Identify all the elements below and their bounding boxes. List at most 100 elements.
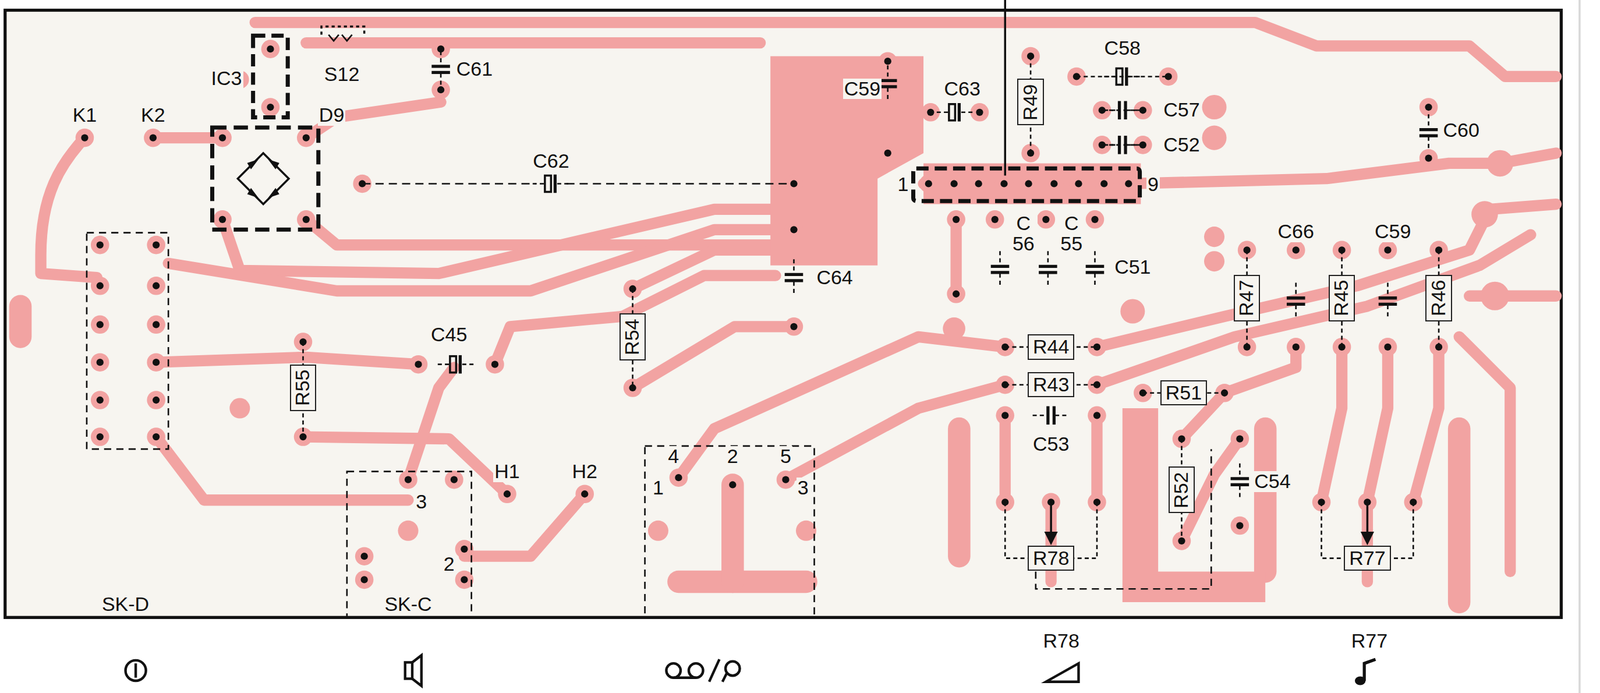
pcb-use <box>355 570 374 590</box>
part-label: D9 <box>317 104 346 126</box>
pcb-use <box>444 470 464 490</box>
pcb-use <box>1286 282 1306 320</box>
pcb-use <box>90 427 110 446</box>
pcb-path <box>632 249 795 289</box>
part-label: C59 <box>843 78 882 100</box>
pcb-path <box>321 26 365 35</box>
pcb-path <box>1045 532 1057 544</box>
pcb-rect <box>212 127 319 230</box>
resistor-outline: R49 <box>1017 78 1044 126</box>
pcb-path <box>1321 347 1343 502</box>
part-label: R52 <box>1170 471 1193 508</box>
pcb-line <box>673 676 697 679</box>
pcb-use <box>1419 97 1439 117</box>
pcb-line <box>362 182 536 185</box>
part-label: C62 <box>531 150 571 172</box>
pcb-use <box>784 220 804 240</box>
pcb-use <box>296 210 316 229</box>
pcb-use <box>1085 210 1105 229</box>
pcb-use <box>776 470 796 490</box>
resistor-outline: R78 <box>1027 545 1075 571</box>
part-label: H1 <box>493 461 521 483</box>
pcb-path <box>999 418 1011 503</box>
pcb-use <box>1419 114 1439 151</box>
pcb-use <box>409 355 428 374</box>
pcb-g <box>229 55 1514 603</box>
pcb-g <box>125 655 1376 686</box>
pcb-rect <box>913 168 1141 201</box>
pcb-use <box>1159 67 1178 87</box>
pcb-use <box>990 250 1010 288</box>
pcb-path <box>408 367 455 480</box>
resistor-outline: R44 <box>1027 334 1075 360</box>
pcb-use <box>1087 406 1107 426</box>
pcb-use <box>1378 241 1398 260</box>
part-label: C60 <box>1441 119 1481 141</box>
pcb-path <box>306 101 441 138</box>
pcb-circle <box>1204 226 1225 247</box>
pcb-use <box>431 51 451 88</box>
pcb-path <box>248 160 279 197</box>
pcb-use <box>1085 250 1105 288</box>
pcb-use <box>919 174 938 194</box>
pcb-circle <box>1202 125 1227 151</box>
pcb-g <box>20 306 1460 603</box>
pcb-use <box>784 259 804 296</box>
pcb-rect <box>405 662 413 679</box>
pcb-path <box>237 153 289 205</box>
pcb-use <box>497 484 517 504</box>
pcb-rect <box>86 232 169 450</box>
pcb-use <box>1237 241 1257 260</box>
pcb-use <box>1230 429 1250 449</box>
pcb-path <box>412 655 422 686</box>
part-label: 9 <box>1146 174 1160 196</box>
pcb-use <box>90 315 110 335</box>
pcb-use <box>398 470 418 490</box>
pcb-use <box>970 103 990 122</box>
pcb-use <box>1119 174 1139 194</box>
part-label: C45 <box>429 324 469 346</box>
part-label: C57 <box>1162 99 1201 121</box>
part-label: R43 <box>1032 373 1069 396</box>
pcb-use <box>995 337 1015 357</box>
pcb-use <box>995 174 1014 194</box>
part-label: R77 <box>1349 547 1386 569</box>
pcb-path <box>40 137 97 278</box>
pcb-circle <box>1480 281 1510 311</box>
part-label: SK-C <box>383 593 433 615</box>
pcb-use <box>1038 250 1058 288</box>
pcb-path <box>1091 418 1103 503</box>
pcb-rect <box>645 445 815 618</box>
resistor-outline: R55 <box>289 364 317 412</box>
pcb-circle <box>1471 200 1499 228</box>
part-label: R51 <box>1165 381 1202 404</box>
pcb-circle <box>795 520 817 541</box>
pcb-use <box>944 174 964 194</box>
resistor-outline: R43 <box>1027 372 1075 398</box>
part-label: 2 <box>442 553 456 575</box>
pcb-path <box>770 55 924 265</box>
pcb-use <box>1087 337 1107 357</box>
pcb-use <box>1230 463 1250 501</box>
part-label: C53 <box>1031 433 1071 455</box>
resistor-outline: R47 <box>1233 274 1260 322</box>
part-label: C66 <box>1276 221 1316 243</box>
pcb-g <box>40 22 1557 582</box>
pcb-path <box>303 436 508 494</box>
part-label: 4 <box>666 445 681 467</box>
part-label: R47 <box>1236 280 1258 317</box>
pcb-use <box>1094 174 1114 194</box>
part-label: 2 <box>726 445 740 467</box>
part-label: IC3 <box>210 68 244 90</box>
part-label: R44 <box>1032 335 1069 358</box>
pcb-circle <box>397 520 419 541</box>
part-label: 3 <box>796 477 810 499</box>
resistor-outline: R77 <box>1343 545 1391 571</box>
pcb-use <box>146 315 166 335</box>
pcb-use <box>995 375 1015 395</box>
pcb-path <box>950 219 962 296</box>
pcb-use <box>146 427 166 446</box>
pcb-use <box>1429 241 1449 260</box>
pcb-line <box>566 182 795 185</box>
